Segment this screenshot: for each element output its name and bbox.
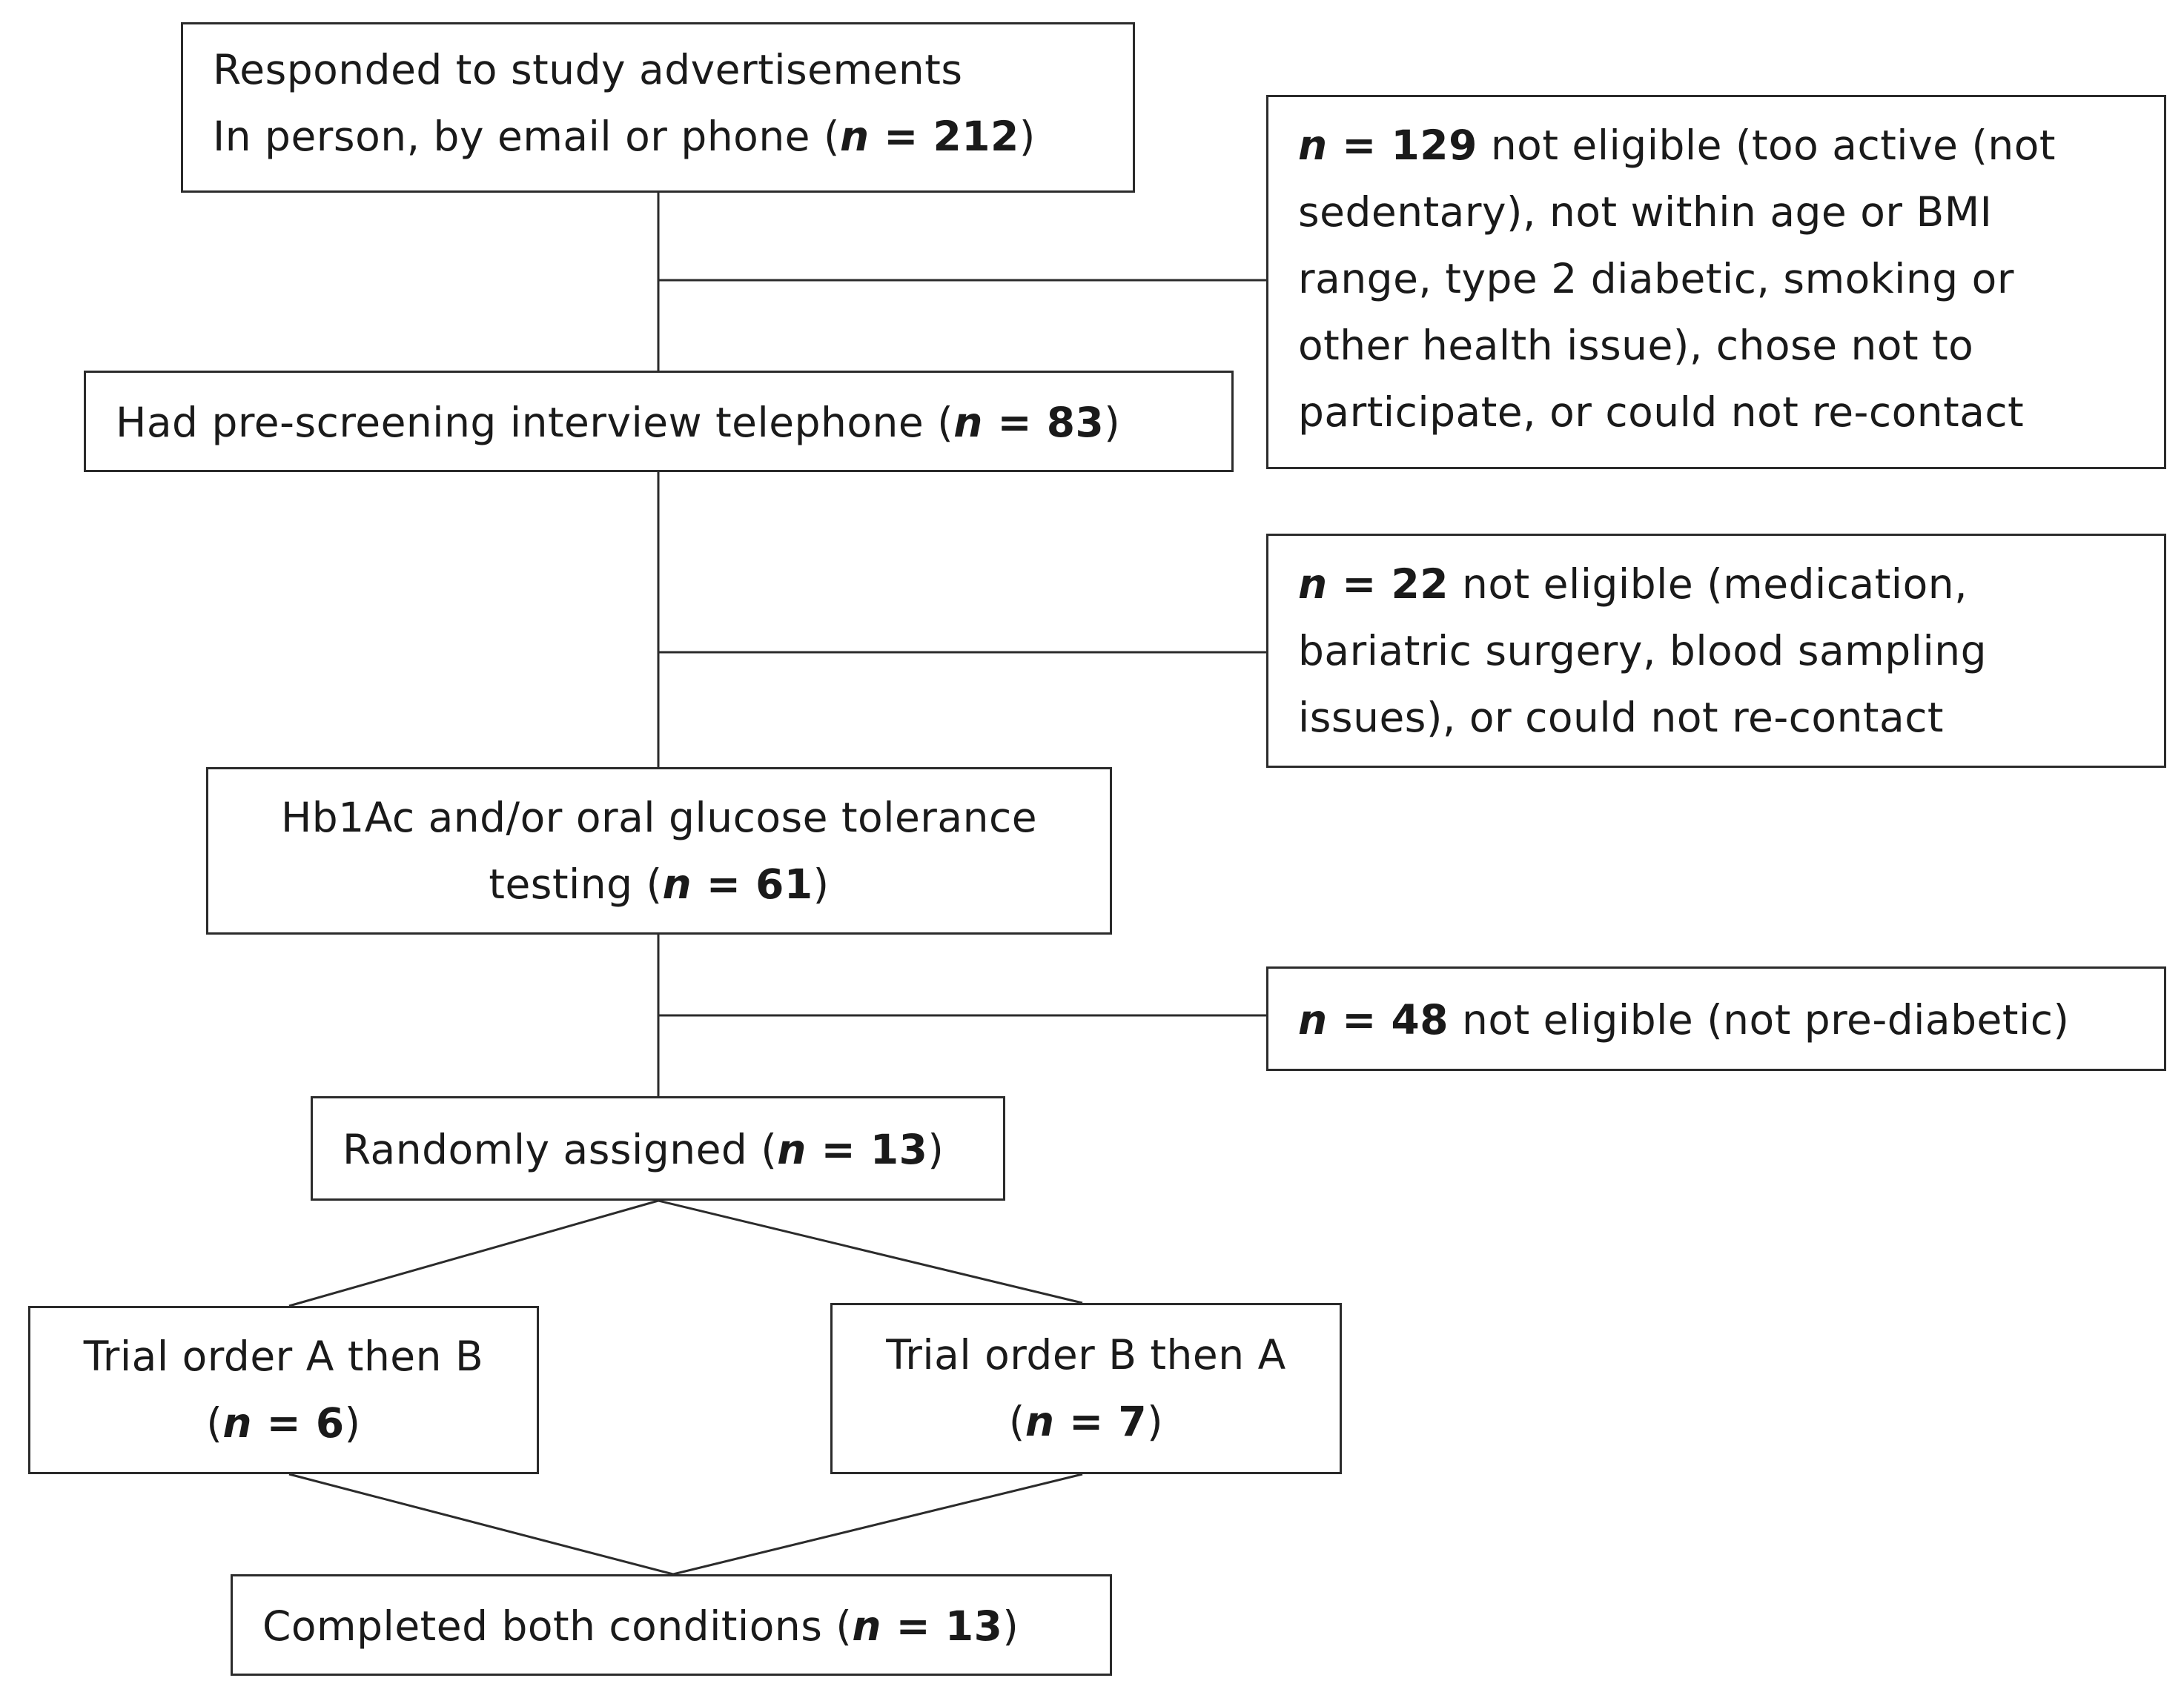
order-ba-n: n = 7 (1025, 1398, 1148, 1445)
random-line: Randomly assigned (n = 13) (343, 1126, 944, 1173)
connector-order-ba-to-completed (672, 1473, 1083, 1576)
excl2-line1: n = 22 not eligible (medication, (1298, 560, 1968, 608)
hb1ac-n: n = 61 (662, 860, 813, 908)
excl2-n: n = 22 (1298, 560, 1449, 608)
order-ab-line1: Trial order A then B (83, 1333, 484, 1380)
responded-line1: Responded to study advertisements (213, 46, 963, 93)
excl1-line2: sedentary), not within age or BMI (1298, 188, 1993, 236)
prescreen-box: Had pre-screening interview telephone (n… (84, 371, 1234, 472)
exclusion-22-box: n = 22 not eligible (medication, bariatr… (1266, 534, 2166, 768)
order-ab-line2: (n = 6) (206, 1399, 361, 1447)
excl1-line3: range, type 2 diabetic, smoking or (1298, 255, 2014, 302)
completed-box: Completed both conditions (n = 13) (231, 1574, 1112, 1676)
hb1ac-testing-box: Hb1Ac and/or oral glucose tolerance test… (206, 767, 1112, 935)
connector-order-ab-to-completed (288, 1473, 674, 1576)
connector-random-to-order-ba (658, 1199, 1083, 1304)
excl1-line5: participate, or could not re-contact (1298, 388, 2025, 436)
trial-order-ba-box: Trial order B then A (n = 7) (830, 1303, 1342, 1474)
completed-n: n = 13 (852, 1602, 1003, 1650)
exclusion-129-box: n = 129 not eligible (too active (not se… (1266, 95, 2166, 469)
responded-line2: In person, by email or phone (n = 212) (213, 113, 1036, 160)
responded-n: n = 212 (839, 113, 1019, 160)
order-ba-line1: Trial order B then A (886, 1331, 1286, 1379)
excl2-line3: issues), or could not re-contact (1298, 694, 1944, 741)
order-ab-n: n = 6 (222, 1399, 345, 1447)
excl1-line1: n = 129 not eligible (too active (not (1298, 122, 2056, 169)
excl1-n: n = 129 (1298, 122, 1477, 169)
excl3-line1: n = 48 not eligible (not pre-diabetic) (1298, 996, 2070, 1044)
exclusion-48-box: n = 48 not eligible (not pre-diabetic) (1266, 966, 2166, 1071)
trial-order-ab-box: Trial order A then B (n = 6) (28, 1306, 539, 1474)
completed-line: Completed both conditions (n = 13) (262, 1602, 1019, 1650)
excl1-line4: other health issue), chose not to (1298, 322, 1974, 369)
order-ba-line2: (n = 7) (1008, 1398, 1164, 1445)
connector-random-to-order-ab (288, 1199, 659, 1307)
responded-prefix: In person, by email or phone ( (213, 113, 840, 160)
excl3-n: n = 48 (1298, 996, 1449, 1044)
prescreen-line: Had pre-screening interview telephone (n… (116, 399, 1121, 446)
excl2-line2: bariatric surgery, blood sampling (1298, 627, 1987, 674)
hb1ac-line1: Hb1Ac and/or oral glucose tolerance (280, 794, 1038, 841)
hb1ac-line2: testing (n = 61) (489, 860, 830, 908)
random-n: n = 13 (777, 1126, 928, 1173)
randomly-assigned-box: Randomly assigned (n = 13) (311, 1096, 1005, 1201)
responded-box: Responded to study advertisements In per… (181, 22, 1135, 193)
prescreen-n: n = 83 (953, 399, 1105, 446)
